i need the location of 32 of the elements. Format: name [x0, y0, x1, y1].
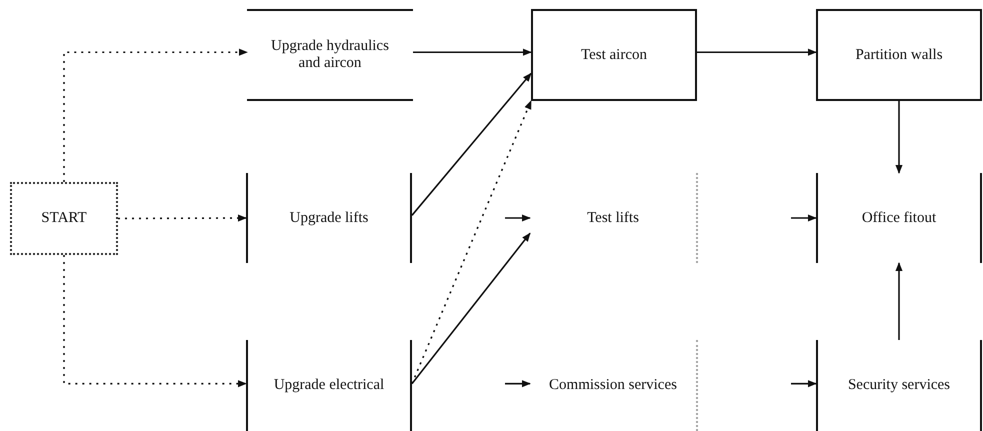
arrow — [895, 262, 903, 340]
dotted-arrow — [411, 100, 532, 384]
process-box — [816, 173, 982, 263]
node-label: Upgrade lifts — [288, 210, 370, 226]
node-label: Partition walls — [854, 46, 944, 64]
arrow — [895, 101, 903, 174]
node-label: Test aircon — [580, 46, 648, 64]
arrow — [505, 380, 531, 388]
arrow — [411, 232, 531, 384]
node-label: Upgrade electrical — [272, 377, 386, 394]
dotted-arrow — [118, 214, 247, 222]
process-box — [531, 9, 697, 101]
process-box — [246, 173, 412, 263]
node-label: Office fitout — [860, 210, 938, 226]
process-box — [816, 9, 982, 101]
dotted-arrow — [63, 255, 247, 388]
arrow — [411, 72, 532, 216]
start-box — [10, 182, 118, 255]
dotted-arrow — [63, 48, 248, 182]
process-box — [816, 340, 982, 431]
arrow — [413, 48, 532, 56]
node-label: Test lifts — [586, 210, 640, 226]
node-label: Security services — [846, 377, 952, 394]
process-box — [247, 9, 413, 101]
node-label: Commission services — [548, 377, 678, 394]
arrow — [697, 48, 817, 56]
node-label: START — [40, 210, 88, 227]
arrow — [791, 380, 817, 388]
node-label: Upgrade hydraulics and aircon — [270, 38, 390, 72]
arrow — [791, 214, 817, 222]
arrow — [505, 214, 531, 222]
process-box — [246, 340, 412, 431]
